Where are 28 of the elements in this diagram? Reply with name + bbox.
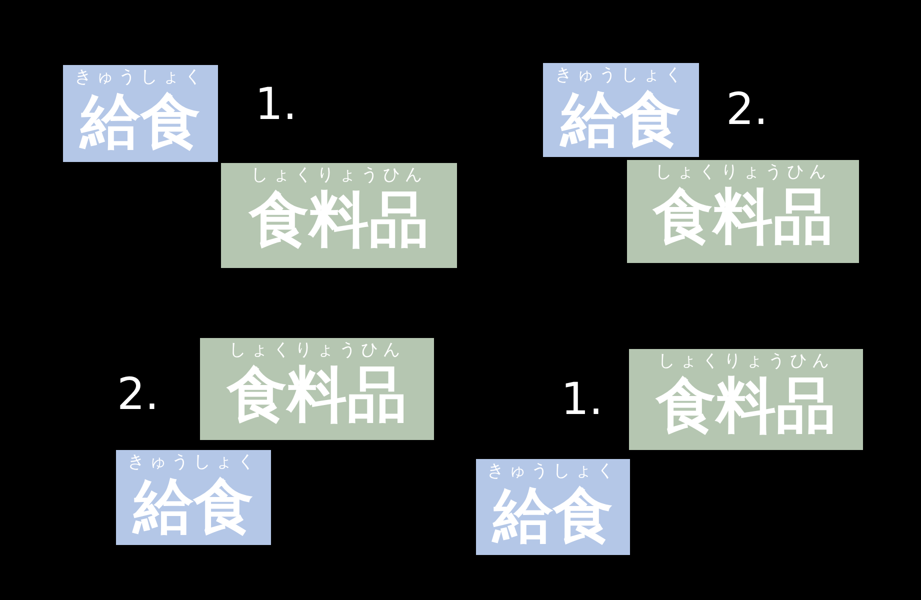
step-number: 2. <box>726 85 768 135</box>
kanji-text: 給食 <box>493 481 613 551</box>
word-card <box>200 338 434 440</box>
word-card <box>63 65 218 162</box>
kanji-text: 食料品 <box>227 360 407 430</box>
step-number: 1. <box>561 375 603 425</box>
furigana-text: きゅうしょく <box>74 67 206 87</box>
kanji-text: 食料品 <box>249 185 429 255</box>
word-card <box>476 459 630 555</box>
word-card <box>116 450 271 545</box>
furigana-text: しょくりょうひん <box>658 351 834 371</box>
step-number: 2. <box>117 370 159 420</box>
step-number: 1. <box>255 80 297 130</box>
kanji-text: 食料品 <box>653 182 833 252</box>
furigana-text: しょくりょうひん <box>251 165 427 185</box>
kanji-text: 給食 <box>134 472 254 542</box>
word-card <box>543 63 699 157</box>
kanji-text: 食料品 <box>656 371 836 441</box>
furigana-text: きゅうしょく <box>487 461 619 481</box>
kanji-text: 給食 <box>561 85 681 155</box>
word-card <box>629 349 863 450</box>
furigana-text: しょくりょうひん <box>229 340 405 360</box>
furigana-text: きゅうしょく <box>555 65 687 85</box>
word-card <box>627 160 859 263</box>
furigana-text: きゅうしょく <box>128 452 260 472</box>
word-card <box>221 163 457 268</box>
furigana-text: しょくりょうひん <box>655 162 831 182</box>
kanji-text: 給食 <box>80 87 200 157</box>
